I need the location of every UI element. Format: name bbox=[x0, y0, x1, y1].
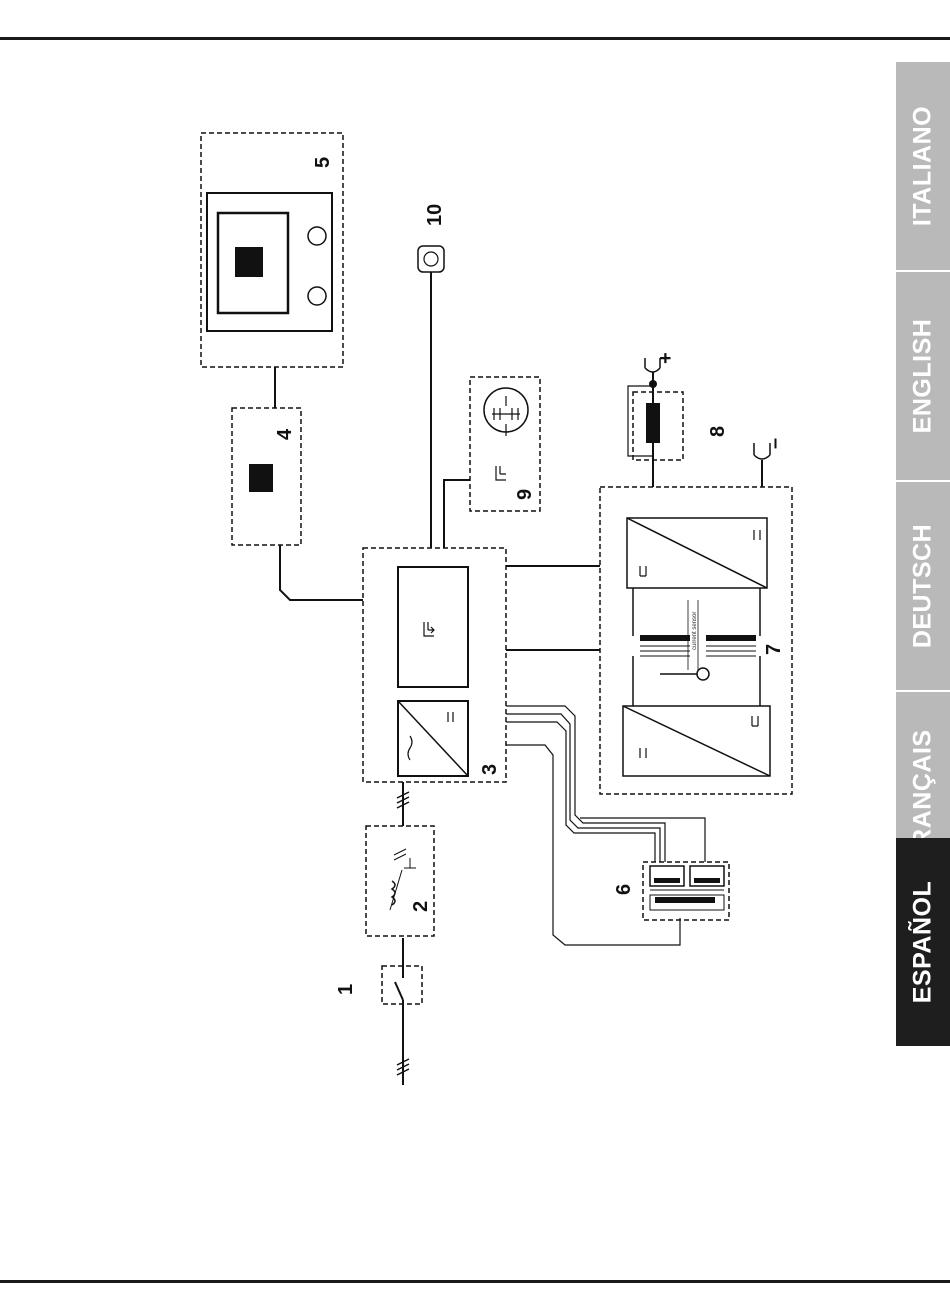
label-block-5: 5 bbox=[312, 157, 334, 168]
link-3-6 bbox=[506, 706, 705, 945]
label-block-10: 10 bbox=[424, 204, 446, 226]
link-3-4 bbox=[280, 545, 363, 600]
current-sensor-label: current sensor bbox=[692, 612, 698, 650]
label-block-9: 9 bbox=[514, 489, 536, 500]
language-tabs: ITALIANO ENGLISH DEUTSCH FRANÇAIS ESPAÑO… bbox=[896, 62, 950, 1046]
label-block-6: 6 bbox=[613, 884, 635, 895]
label-block-3: 3 bbox=[479, 764, 501, 775]
label-block-8: 8 bbox=[707, 426, 729, 437]
tab-english[interactable]: ENGLISH bbox=[896, 272, 950, 480]
tab-italiano[interactable]: ITALIANO bbox=[896, 62, 950, 270]
power-board-block bbox=[363, 548, 506, 782]
remote-connector bbox=[418, 246, 444, 548]
converter-symbols bbox=[640, 530, 760, 758]
output-block bbox=[628, 358, 770, 487]
tab-english-label: ENGLISH bbox=[909, 319, 938, 434]
label-block-7: 7 bbox=[763, 644, 785, 655]
tab-italiano-label: ITALIANO bbox=[909, 106, 938, 226]
main-switch-block bbox=[382, 938, 422, 1004]
tab-deutsch[interactable]: DEUTSCH bbox=[896, 482, 950, 690]
label-block-2: 2 bbox=[410, 901, 432, 912]
plus-terminal-label: + bbox=[655, 352, 677, 364]
block-diagram: 1 2 3 4 5 6 7 8 9 10 current sensor + – bbox=[0, 0, 870, 1311]
label-block-1: 1 bbox=[335, 984, 357, 995]
minus-terminal-label: – bbox=[764, 438, 786, 449]
control-board-block bbox=[232, 367, 301, 545]
aux-transformer-block bbox=[643, 862, 729, 920]
tab-espanol-label: ESPAÑOL bbox=[909, 881, 938, 1004]
tab-deutsch-label: DEUTSCH bbox=[909, 524, 938, 648]
label-block-4: 4 bbox=[274, 428, 296, 440]
igbt-block bbox=[444, 377, 540, 548]
tab-espanol[interactable]: ESPAÑOL bbox=[896, 838, 950, 1046]
mains-input-line bbox=[397, 1000, 409, 1085]
